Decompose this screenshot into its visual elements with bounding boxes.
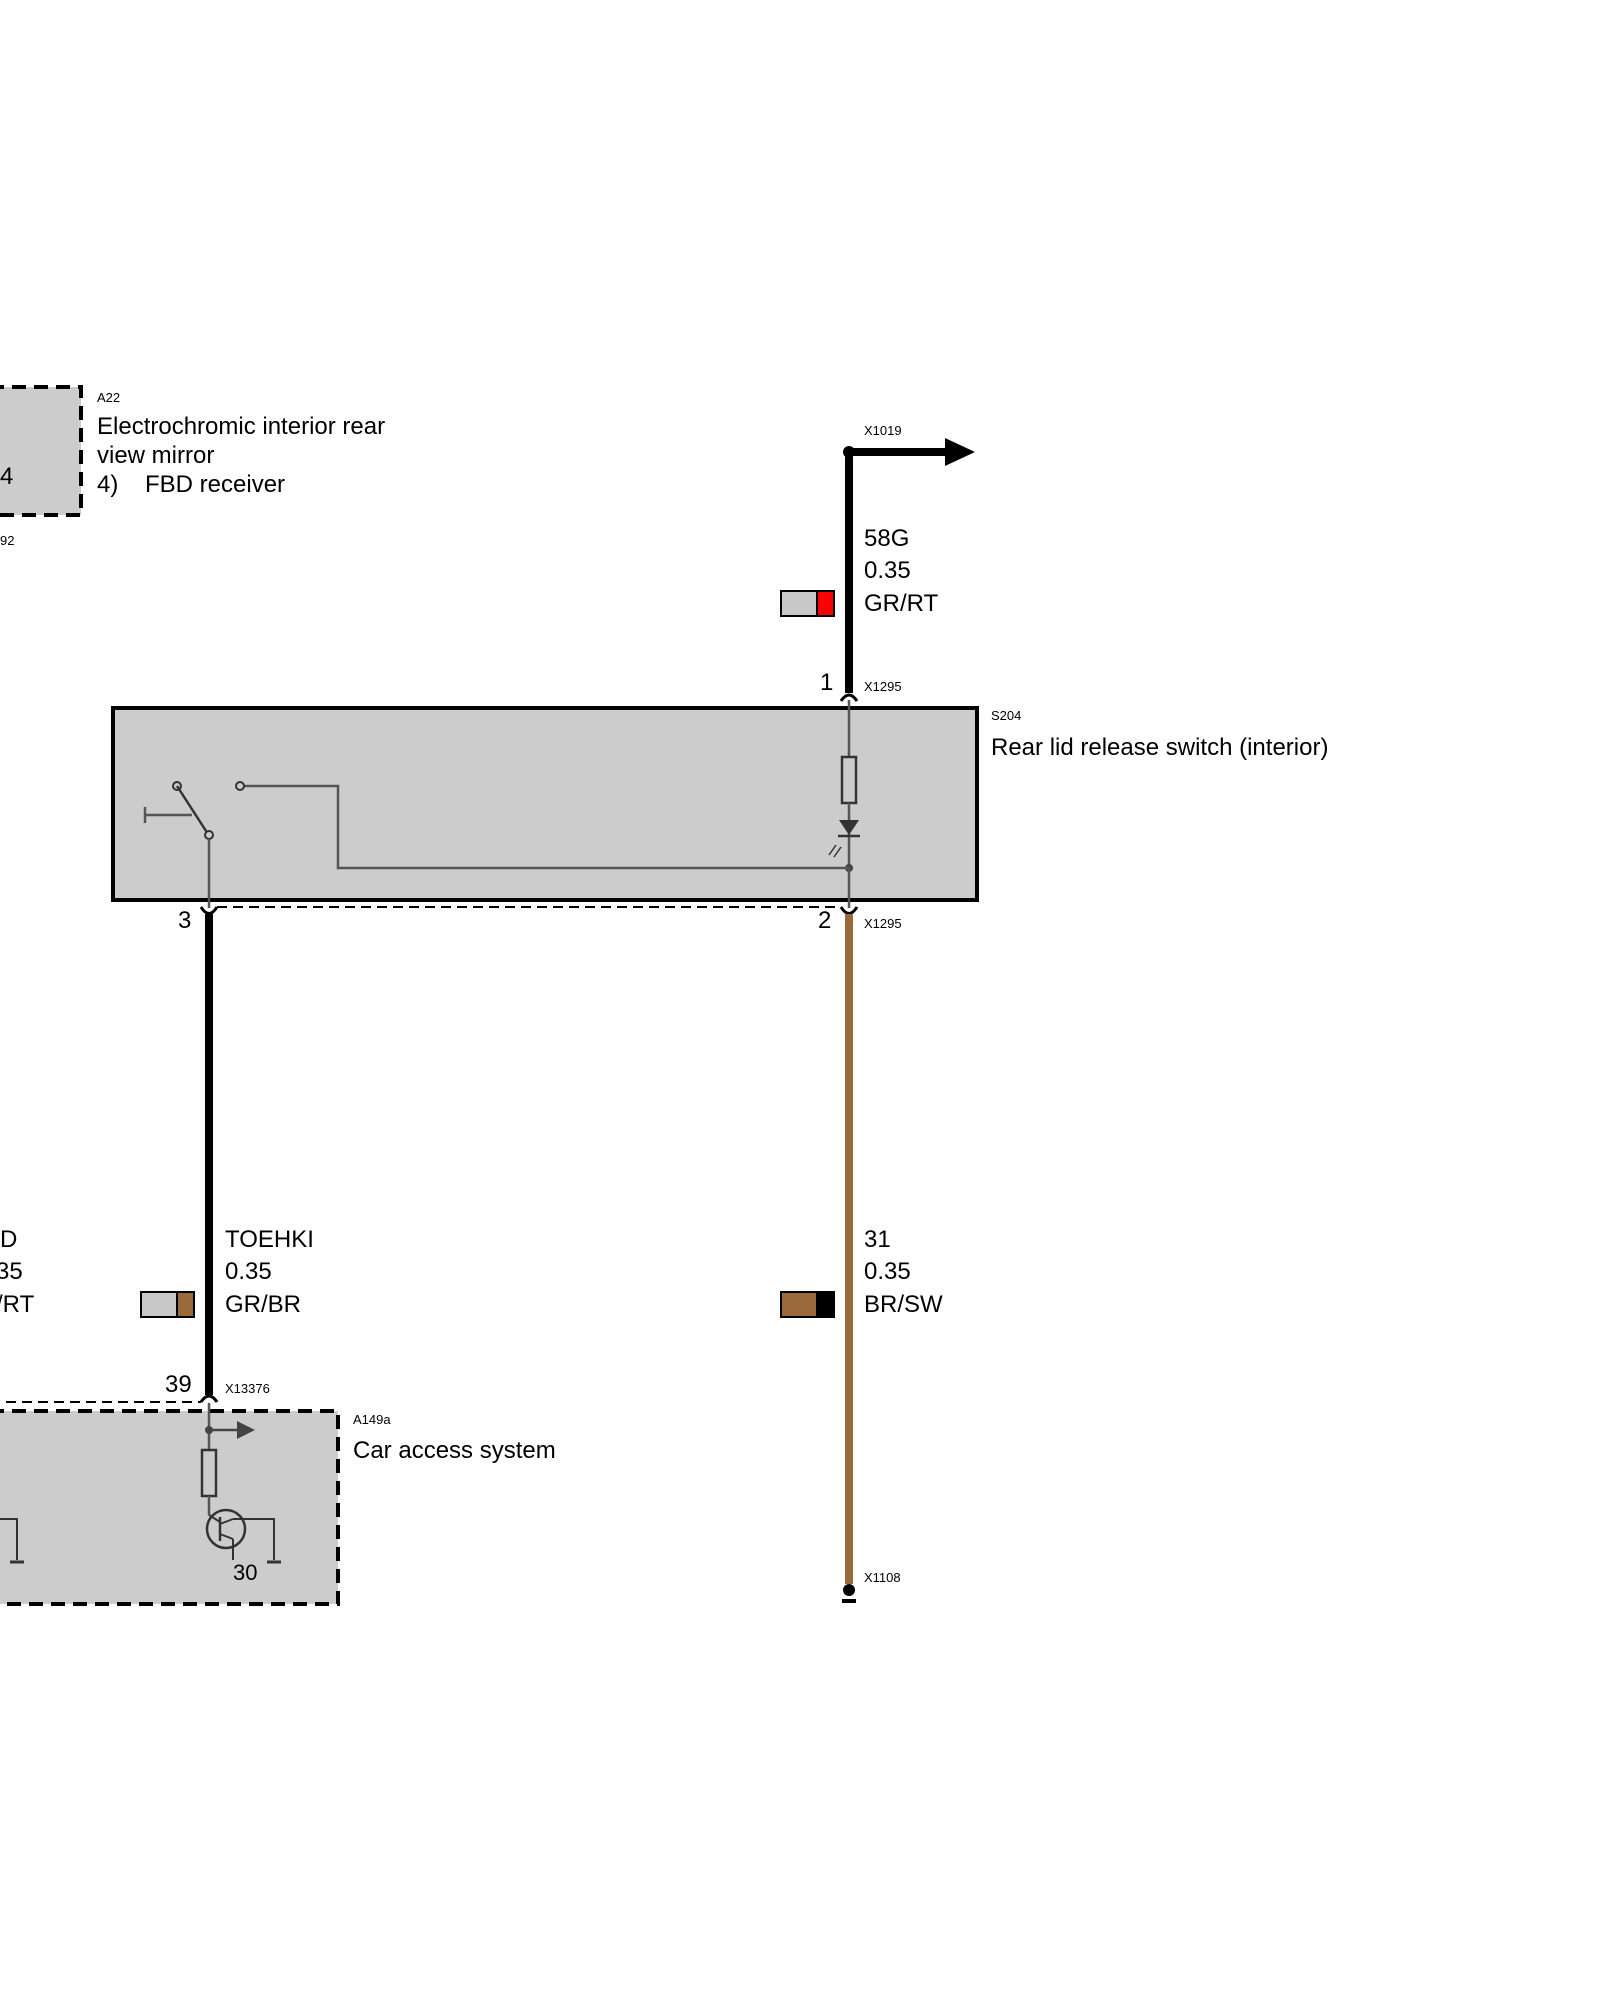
wire-toehki-color-swatch bbox=[140, 1291, 195, 1318]
swatch-58g-stripe bbox=[816, 590, 835, 617]
swatch-58g-base bbox=[780, 590, 818, 617]
s204-pin2-label: 2 bbox=[818, 907, 831, 934]
a149a-code: A149a bbox=[353, 1412, 391, 1427]
transistor-lead-in bbox=[208, 1514, 221, 1523]
s204-internal-path bbox=[240, 784, 849, 870]
component-a22[interactable] bbox=[0, 385, 83, 517]
s204-pin3-socket bbox=[199, 906, 219, 915]
a149a-name: Car access system bbox=[353, 1437, 556, 1464]
led-light-icon bbox=[828, 844, 842, 858]
wire-31-color-code: BR/SW bbox=[864, 1291, 943, 1318]
x1108-label: X1108 bbox=[864, 1570, 901, 1585]
a149a-pin39-socket bbox=[199, 1394, 219, 1403]
component-s204[interactable] bbox=[111, 693, 979, 915]
transistor-collector bbox=[219, 1518, 234, 1525]
component-a149a[interactable] bbox=[0, 1403, 340, 1606]
s204-pin1-label: 1 bbox=[820, 669, 833, 696]
diode-icon bbox=[839, 820, 859, 835]
wire-toehki-color-code: GR/BR bbox=[225, 1291, 301, 1318]
a22-note-text: FBD receiver bbox=[145, 471, 285, 498]
a149a-outline bbox=[0, 1409, 340, 1606]
switch-contact-icon bbox=[235, 781, 245, 791]
wire-58g-gauge: 0.35 bbox=[864, 557, 911, 584]
a149a-body bbox=[0, 1411, 338, 1604]
a149a-left-ground-path bbox=[0, 1518, 18, 1560]
a22-pin-label: 4 bbox=[0, 463, 13, 490]
swatch-31-stripe bbox=[816, 1291, 835, 1318]
a22-connector-label: 92 bbox=[0, 533, 14, 548]
a22-outline bbox=[0, 385, 83, 517]
wire-58g-signal: 58G bbox=[864, 525, 909, 552]
arrow-right-icon bbox=[945, 438, 975, 466]
a22-name-line2: view mirror bbox=[97, 442, 214, 469]
switch-lever-icon bbox=[175, 785, 210, 835]
left-wire-gauge: 35 bbox=[0, 1258, 23, 1285]
x1019-label: X1019 bbox=[864, 423, 902, 438]
swatch-31-base bbox=[780, 1291, 818, 1318]
a22-name-line1: Electrochromic interior rear bbox=[97, 413, 385, 440]
left-wire-signal: D bbox=[0, 1226, 17, 1253]
x1295-top-label: X1295 bbox=[864, 679, 902, 694]
s204-name: Rear lid release switch (interior) bbox=[991, 734, 1328, 761]
swatch-toehki-stripe bbox=[176, 1291, 195, 1318]
a22-body bbox=[0, 387, 81, 515]
s204-pin3-label: 3 bbox=[178, 907, 191, 934]
left-wire-color-code: /RT bbox=[0, 1291, 35, 1318]
x1295-bottom-label: X1295 bbox=[864, 916, 902, 931]
wire-58g-color-swatch bbox=[780, 590, 835, 617]
x1019-terminal-dot bbox=[843, 446, 855, 458]
wire-toehki-signal: TOEHKI bbox=[225, 1226, 314, 1253]
s204-pin1-socket bbox=[839, 693, 859, 702]
wire-58g-color-code: GR/RT bbox=[864, 590, 939, 617]
resistor-icon bbox=[840, 755, 858, 805]
wire-31[interactable] bbox=[842, 914, 856, 1603]
wire-toehki-gauge: 0.35 bbox=[225, 1258, 272, 1285]
swatch-toehki-base bbox=[140, 1291, 178, 1318]
x1108-terminal-dot bbox=[843, 1584, 855, 1596]
transistor-emitter bbox=[219, 1533, 234, 1540]
s204-code: S204 bbox=[991, 708, 1021, 723]
a149a-resistor-icon bbox=[200, 1448, 218, 1498]
a22-note-number: 4) bbox=[97, 471, 118, 498]
arrow-right-small-icon bbox=[237, 1421, 255, 1439]
transistor-icon bbox=[205, 1508, 247, 1550]
wire-31-color-swatch bbox=[780, 1291, 835, 1318]
x13376-label: X13376 bbox=[225, 1381, 270, 1396]
a149a-ground-path bbox=[233, 1518, 275, 1560]
switch-contact-2-icon bbox=[204, 830, 214, 840]
wire-31-gauge: 0.35 bbox=[864, 1258, 911, 1285]
s204-pin2-socket bbox=[839, 906, 859, 915]
a149a-pin39-label: 39 bbox=[165, 1371, 192, 1398]
a22-code: A22 bbox=[97, 390, 120, 405]
wire-31-signal: 31 bbox=[864, 1226, 891, 1253]
wire-58g[interactable] bbox=[843, 438, 975, 693]
a149a-internal-pin30: 30 bbox=[233, 1560, 257, 1585]
